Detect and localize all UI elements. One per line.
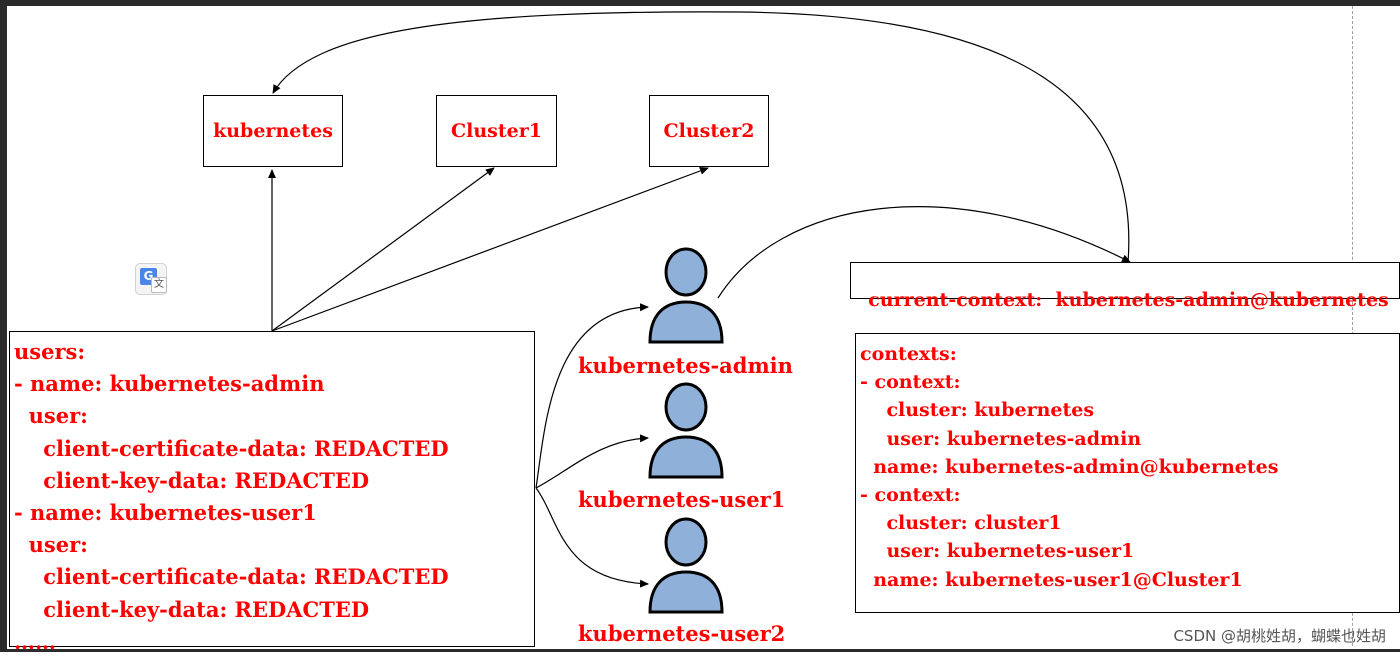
code-line: - context:: [860, 371, 961, 394]
current-context-box: current-context: kubernetes-admin@kubern…: [850, 262, 1400, 311]
code-line: name: kubernetes-admin@kubernetes: [860, 455, 1279, 478]
cluster-box-cluster1: Cluster1: [436, 95, 557, 167]
code-line: name: kubernetes-user1@Cluster1: [860, 568, 1243, 591]
code-line: - name: kubernetes-admin: [14, 371, 325, 397]
arrow-users-to-cluster2: [271, 167, 709, 332]
code-line: cluster: kubernetes: [860, 399, 1095, 422]
code-line: user:: [14, 532, 88, 558]
arrow-users-to-admin: [535, 303, 649, 489]
cluster-box-kubernetes: kubernetes: [203, 95, 343, 167]
window-left-edge: [0, 0, 7, 652]
code-line: cluster: cluster1: [860, 512, 1062, 535]
person-icon: [648, 517, 724, 614]
window-top-edge: [0, 0, 1400, 6]
person-icon: [648, 382, 724, 479]
cluster-label: Cluster1: [451, 120, 542, 142]
arrow-current-context-to-kubernetes: [272, 11, 1130, 263]
code-line: user: kubernetes-user1: [860, 540, 1135, 563]
code-line: contexts:: [860, 343, 957, 365]
watermark: CSDN @胡桃姓胡，蝴蝶也姓胡: [1173, 627, 1386, 645]
code-line: users:: [14, 339, 86, 364]
code-line: ……: [14, 628, 56, 654]
cluster-label: Cluster2: [663, 120, 755, 142]
arrow-admin-to-current-context: [717, 206, 1131, 299]
contexts-config-box: contexts: - context: cluster: kubernetes…: [855, 333, 1400, 613]
translate-icon[interactable]: G 文: [135, 263, 167, 295]
code-line: client-certificate-data: REDACTED: [14, 435, 449, 461]
code-line: - name: kubernetes-user1: [14, 500, 317, 526]
users-config-box: users: - name: kubernetes-admin user: cl…: [9, 331, 535, 654]
code-line: user: kubernetes-admin: [860, 427, 1142, 450]
user-label-admin: kubernetes-admin: [578, 353, 793, 378]
arrow-users-to-user2: [535, 487, 649, 588]
cluster-label: kubernetes: [213, 120, 333, 142]
user-label-user2: kubernetes-user2: [578, 621, 786, 646]
dashed-guide-line: [1352, 6, 1353, 646]
window-bottom-edge: [0, 649, 1400, 652]
arrow-users-to-user1: [535, 434, 649, 489]
code-line: user:: [14, 403, 88, 429]
current-context-text: current-context: kubernetes-admin@kubern…: [868, 289, 1389, 311]
code-line: client-certificate-data: REDACTED: [14, 564, 449, 590]
cluster-box-cluster2: Cluster2: [649, 95, 769, 167]
person-icon: [648, 247, 724, 344]
arrow-users-to-cluster1: [271, 167, 495, 332]
code-line: - context:: [860, 484, 961, 507]
user-label-user1: kubernetes-user1: [578, 487, 786, 512]
code-line: client-key-data: REDACTED: [14, 596, 370, 622]
code-line: client-key-data: REDACTED: [14, 467, 370, 493]
